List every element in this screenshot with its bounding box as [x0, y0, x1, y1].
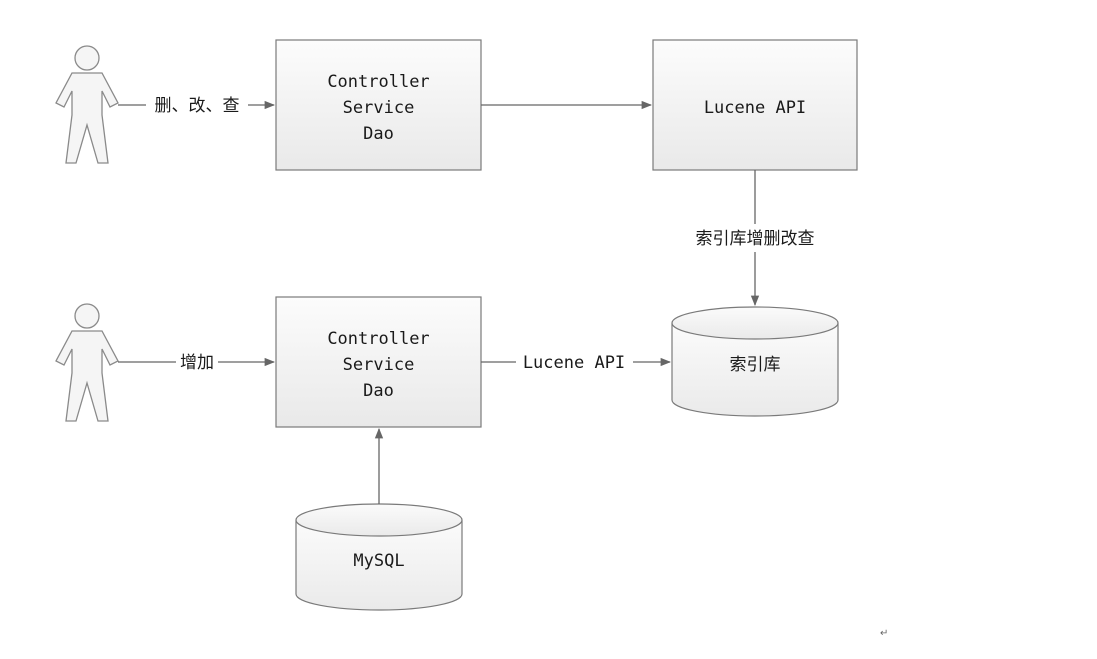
- top-service-line-3: Dao: [363, 124, 394, 144]
- edge-label-add: 增加: [180, 353, 214, 373]
- edge-actor-top-to-service: 删、改、查: [118, 96, 276, 116]
- paragraph-mark: ↵: [880, 628, 888, 639]
- bottom-service-line-2: Service: [343, 355, 415, 375]
- top-service-line-2: Service: [343, 98, 415, 118]
- edge-label-lucene-api: Lucene API: [523, 353, 625, 373]
- bottom-service-box: Controller Service Dao: [275, 296, 482, 428]
- user-actor-bottom-icon: [55, 303, 119, 422]
- index-database-cylinder: 索引库: [671, 306, 839, 417]
- edge-label-delete-update-query: 删、改、查: [155, 96, 240, 116]
- mysql-database-cylinder: MySQL: [295, 503, 463, 611]
- index-database-label: 索引库: [730, 355, 781, 375]
- lucene-api-label: Lucene API: [704, 98, 806, 118]
- mysql-label: MySQL: [353, 551, 404, 571]
- top-service-box: Controller Service Dao: [275, 39, 482, 171]
- user-actor-top-icon: [55, 45, 119, 164]
- edge-label-index-crud: 索引库增删改查: [696, 229, 815, 249]
- edge-lucene-api-to-index: 索引库增删改查: [696, 170, 815, 307]
- bottom-service-line-3: Dao: [363, 381, 394, 401]
- top-service-line-1: Controller: [327, 72, 429, 92]
- bottom-service-line-1: Controller: [327, 329, 429, 349]
- edge-service-to-index: Lucene API: [481, 353, 672, 373]
- edge-actor-bottom-to-service: 增加: [118, 353, 276, 373]
- lucene-api-box: Lucene API: [652, 39, 858, 171]
